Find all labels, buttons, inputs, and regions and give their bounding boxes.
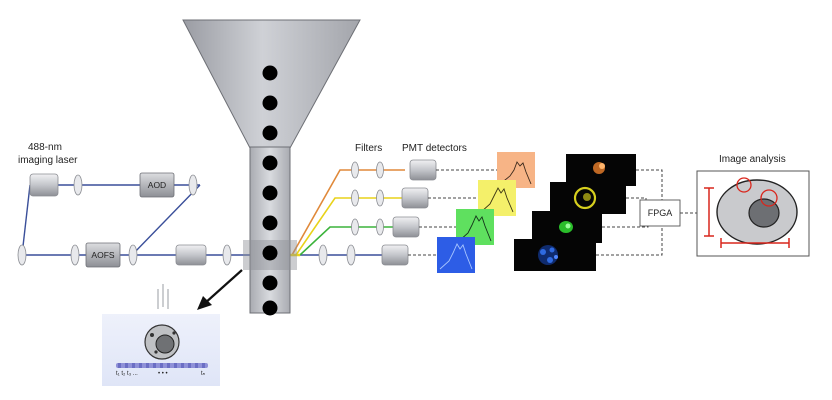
beam-path: [22, 185, 385, 255]
image-analysis-label: Image analysis: [719, 154, 786, 166]
pmt-detector-icon: [382, 160, 436, 265]
orange-emission-path: [292, 170, 405, 255]
cell-stream: [263, 66, 278, 316]
laser-label-line2: imaging laser: [18, 155, 77, 167]
laser-icon: [30, 174, 58, 196]
falling-motion-lines: [158, 284, 168, 309]
aofs-label: AOFS: [86, 250, 120, 260]
filters-label: Filters: [355, 143, 382, 155]
signal-trace-blue: [437, 237, 475, 273]
flow-funnel-icon: [183, 20, 360, 316]
laser-label-line1: 488-nm: [28, 142, 62, 154]
inset-time-start: t₁ t₂ t₃ ...: [116, 370, 138, 378]
beam-expander-icon: [176, 245, 206, 265]
cell-image-yellow: [550, 182, 626, 214]
cell-image-green: [532, 211, 602, 243]
fpga-label: FPGA: [640, 208, 680, 218]
inset-time-dots: • • •: [158, 370, 168, 378]
image-analysis-panel: [697, 171, 809, 256]
inset-time-end: tₙ: [201, 370, 205, 378]
cell-image-orange: [566, 154, 636, 186]
aod-label: AOD: [140, 180, 174, 190]
pmt-detectors-label: PMT detectors: [402, 143, 467, 155]
cell-icon: [145, 325, 179, 359]
cell-image-blue: [514, 239, 596, 271]
zoom-arrow: [197, 270, 242, 310]
